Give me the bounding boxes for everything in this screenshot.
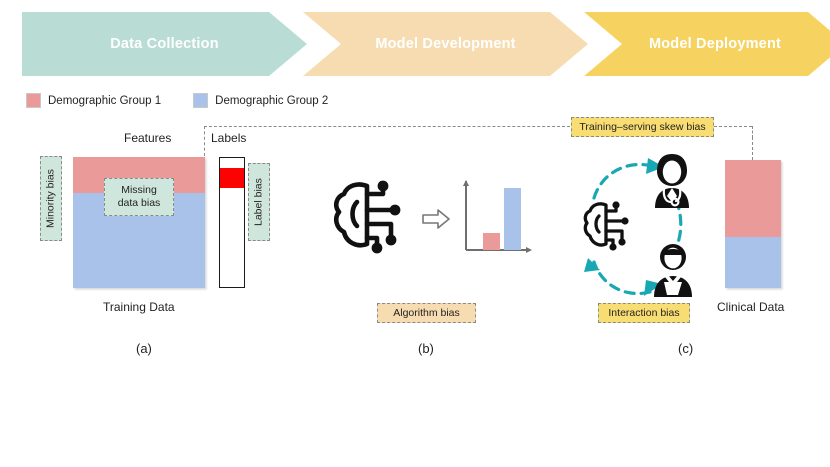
clinical-data-block (725, 160, 781, 288)
panel-letter-b: (b) (418, 341, 434, 356)
skew-to-clinical-connector (752, 137, 753, 160)
legend-item-group2: Demographic Group 2 (193, 93, 328, 108)
pipeline-stage-model-development[interactable]: Model Development (303, 12, 588, 76)
callout-label: Training–serving skew bias (579, 120, 706, 133)
legend-swatch-icon (193, 93, 209, 108)
training-data-block (73, 157, 205, 288)
legend-swatch-icon (26, 93, 41, 108)
callout-minority-bias[interactable]: Minority bias (40, 156, 62, 241)
callout-label: Label bias (252, 178, 265, 226)
callout-label: Minority bias (44, 169, 57, 228)
pipeline-stage-data-collection[interactable]: Data Collection (22, 12, 307, 76)
skew-box-corner-connector (752, 126, 753, 138)
callout-algorithm-bias[interactable]: Algorithm bias (377, 303, 476, 323)
ai-brain-icon (333, 180, 401, 254)
features-header: Features (124, 131, 172, 145)
labels-column (219, 157, 245, 288)
callout-label: Interaction bias (608, 306, 680, 319)
block-arrow-icon (422, 209, 450, 229)
label-highlight-segment (220, 168, 244, 188)
clinical-data-caption: Clinical Data (717, 300, 785, 314)
labels-connector-vertical (204, 126, 205, 156)
bar-chart-icon (463, 180, 532, 253)
skew-box-right-connector (714, 126, 752, 127)
pipeline-stage-model-deployment[interactable]: Model Deployment (584, 12, 830, 76)
pipeline-stage-label: Data Collection (110, 35, 219, 52)
clinical-group1-segment (725, 160, 781, 237)
callout-label-line2: data bias (117, 197, 161, 209)
legend: Demographic Group 1 Demographic Group 2 (26, 93, 328, 108)
doctor-icon (655, 154, 689, 208)
labels-header: Labels (211, 131, 247, 145)
clinical-group2-segment (725, 237, 781, 288)
labels-to-skew-connector (204, 126, 570, 127)
panel-letter-c: (c) (678, 341, 694, 356)
patient-icon (654, 244, 692, 297)
training-data-caption: Training Data (103, 300, 175, 314)
pipeline-stage-label: Model Development (375, 35, 516, 52)
pipeline-banner: Data Collection Model Development Model … (22, 12, 830, 76)
callout-training-serving-skew-bias[interactable]: Training–serving skew bias (571, 117, 714, 137)
pipeline-stage-label: Model Deployment (648, 35, 782, 52)
legend-label: Demographic Group 1 (48, 94, 162, 107)
callout-label-line1: Missing (121, 184, 157, 197)
legend-item-group1: Demographic Group 1 (26, 93, 161, 108)
callout-missing-data-bias[interactable]: Missing data bias (104, 178, 174, 216)
panel-letter-a: (a) (136, 341, 152, 356)
callout-interaction-bias[interactable]: Interaction bias (598, 303, 690, 323)
legend-label: Demographic Group 2 (215, 94, 329, 107)
callout-label-bias[interactable]: Label bias (248, 163, 270, 241)
ai-brain-icon (583, 201, 629, 251)
callout-label: Algorithm bias (393, 306, 460, 319)
